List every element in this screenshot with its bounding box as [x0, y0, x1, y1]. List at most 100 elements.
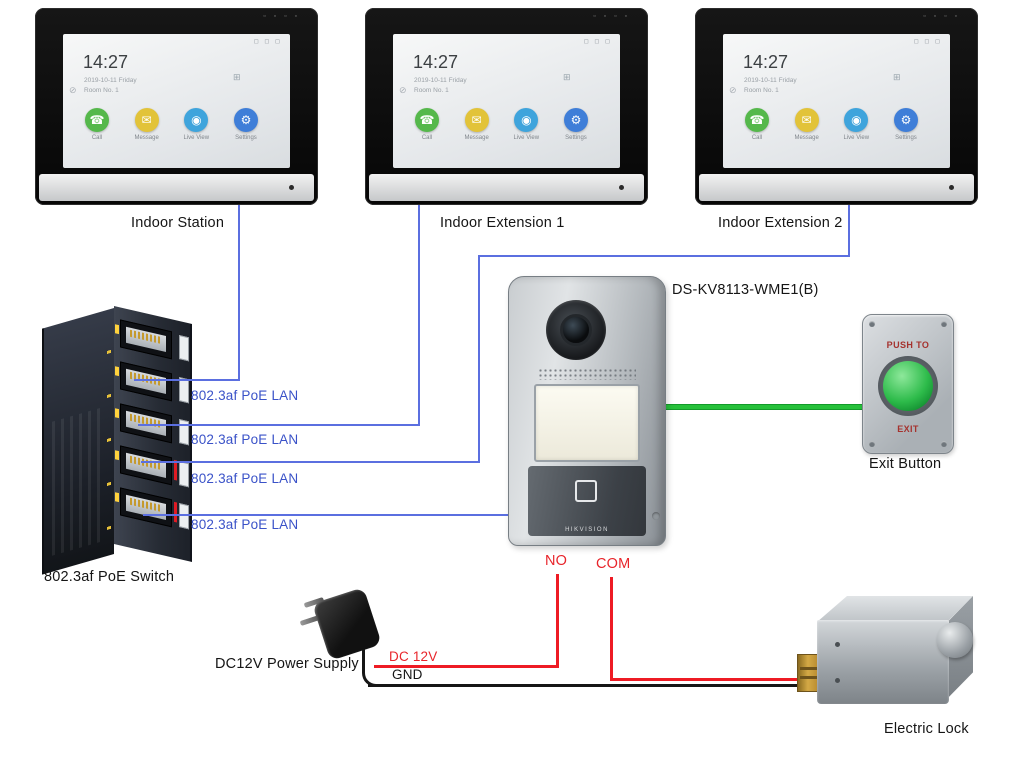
caption-exit-button: Exit Button	[869, 456, 942, 472]
relay-no-label: NO	[545, 553, 568, 569]
clock: 14:27	[743, 52, 789, 72]
caption-power-supply: DC12V Power Supply	[215, 656, 359, 672]
app-row: ☎ Call ✉ Message ◉ Live View ⚙ Settings	[735, 108, 928, 141]
app-call: ☎ Call	[405, 108, 449, 141]
speaker-grille	[699, 174, 974, 201]
poe-wire-2-vertical	[418, 205, 420, 426]
envelope-glyph: ✉	[141, 113, 152, 127]
lock-top-face	[817, 596, 973, 622]
poe-wire-4-to-door-station	[143, 514, 530, 516]
mic-hole	[949, 185, 954, 190]
poe-wire-1-vertical	[238, 205, 240, 381]
bezel-status-icons: ▫ ▫ ▫ ▫	[923, 13, 960, 20]
app-message-label: Message	[464, 135, 489, 141]
poe-switch-port-panel	[114, 306, 192, 563]
app-live-view: ◉ Live View	[174, 108, 218, 141]
port-led	[115, 324, 119, 335]
phone-glyph: ☎	[89, 113, 105, 127]
card-reader-panel: HIKVISION	[528, 466, 646, 536]
screw-icon	[941, 321, 947, 327]
camera-lens	[560, 314, 592, 346]
app-message-label: Message	[794, 135, 819, 141]
mic-hole	[289, 185, 294, 190]
indoor-station-monitor: ▫ ▫ ▫ ▫ ◻ ◻ ◻ 14:27 2019-10-11 Friday Ro…	[35, 8, 318, 205]
mic-hole	[619, 185, 624, 190]
bezel-status-icons: ▫ ▫ ▫ ▫	[263, 13, 300, 20]
gear-icon: ⚙	[893, 108, 918, 132]
room-number: Room No. 1	[744, 87, 779, 94]
brand-label: HIKVISION	[565, 527, 609, 533]
date-label: 2019-10-11 Friday	[414, 77, 467, 84]
app-message: ✉ Message	[455, 108, 499, 141]
app-row: ☎ Call ✉ Message ◉ Live View ⚙ Settings	[75, 108, 268, 141]
app-settings-label: Settings	[895, 135, 917, 141]
room-number: Room No. 1	[414, 87, 449, 94]
rj45-jack	[126, 452, 166, 479]
card-reader-icon	[575, 480, 597, 502]
date-label: 2019-10-11 Friday	[84, 77, 137, 84]
poe-wire-3-top-run	[478, 255, 850, 257]
phone-glyph: ☎	[749, 113, 765, 127]
ethernet-port-1	[120, 319, 172, 360]
port-led	[115, 492, 119, 503]
switch-vents	[52, 406, 104, 556]
screen-status-icons: ◻ ◻ ◻	[583, 39, 612, 45]
ethernet-port-4	[120, 445, 172, 486]
caption-electric-lock: Electric Lock	[884, 721, 969, 737]
lock-front-face	[817, 620, 949, 704]
app-live-view-label: Live View	[513, 135, 540, 141]
relay-com-wire-horizontal	[610, 678, 804, 681]
rj45-jack	[126, 494, 166, 521]
app-call-label: Call	[421, 135, 433, 141]
contacts-icon: ⊞	[893, 72, 901, 82]
app-live-view-label: Live View	[843, 135, 870, 141]
poe-wire-2-horizontal	[138, 424, 420, 426]
contacts-icon: ⊞	[563, 72, 571, 82]
gear-icon: ⚙	[563, 108, 588, 132]
gear-glyph: ⚙	[240, 113, 252, 127]
power-supply-cable	[362, 638, 378, 687]
speaker-holes	[538, 368, 636, 380]
app-settings-label: Settings	[235, 135, 257, 141]
name-tag-plate	[534, 384, 640, 462]
port-label-plate	[179, 419, 189, 446]
gnd-wire	[368, 684, 805, 687]
clock: 14:27	[83, 52, 129, 72]
screw-icon	[869, 321, 875, 327]
green-push-button	[883, 361, 933, 411]
door-station: HIKVISION	[508, 276, 666, 546]
port-led	[115, 450, 119, 461]
date-label: 2019-10-11 Friday	[744, 77, 797, 84]
electric-lock-device	[795, 592, 990, 722]
app-message: ✉ Message	[125, 108, 169, 141]
app-message-label: Message	[134, 135, 159, 141]
phone-icon: ☎	[85, 108, 109, 132]
exit-button-device: PUSH TO EXIT	[862, 314, 954, 454]
camera-icon: ◉	[514, 108, 539, 132]
relay-com-wire-vertical	[610, 577, 613, 681]
clock: 14:27	[413, 52, 459, 72]
app-call: ☎ Call	[735, 108, 779, 141]
poe-switch	[42, 298, 194, 575]
gnd-wire-label: GND	[392, 667, 423, 682]
poe-lan-label-3: 802.3af PoE LAN	[191, 471, 299, 486]
relay-com-label: COM	[596, 556, 631, 572]
envelope-glyph: ✉	[801, 113, 812, 127]
speaker-grille	[39, 174, 314, 201]
ethernet-port-2	[120, 361, 172, 402]
room-number: Room No. 1	[84, 87, 119, 94]
poe-wire-3-vertical	[478, 255, 480, 463]
poe-wire-1-horizontal	[134, 379, 240, 381]
envelope-icon: ✉	[794, 108, 819, 132]
screw-icon	[869, 441, 875, 447]
screw-icon	[835, 678, 840, 683]
bezel-status-icons: ▫ ▫ ▫ ▫	[593, 13, 630, 20]
poe-wire-3-drop	[848, 205, 850, 257]
camera-glyph: ◉	[851, 113, 862, 127]
app-row: ☎ Call ✉ Message ◉ Live View ⚙ Settings	[405, 108, 598, 141]
poe-lan-label-1: 802.3af PoE LAN	[191, 388, 299, 403]
rj45-jack	[126, 326, 166, 353]
camera-glyph: ◉	[521, 113, 532, 127]
poe-wire-3-horizontal	[141, 461, 480, 463]
phone-glyph: ☎	[419, 113, 435, 127]
